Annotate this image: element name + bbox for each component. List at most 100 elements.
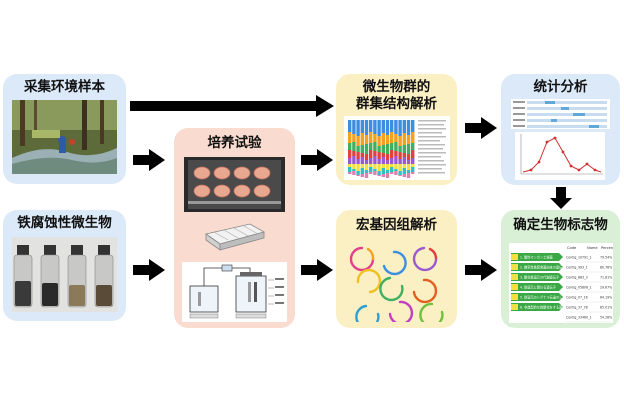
stack-segment xyxy=(348,172,352,174)
stack-segment xyxy=(385,135,390,144)
stack-segment xyxy=(360,120,364,133)
arrow-culture-to-community xyxy=(301,149,333,171)
stack-segment xyxy=(411,172,415,174)
iron-microbe-box: 铁腐蚀性微生物 xyxy=(3,210,126,321)
marker-percentage: 85.01% xyxy=(600,305,612,309)
stack-segment xyxy=(356,136,360,146)
stack-segment xyxy=(398,146,402,152)
stack-segment xyxy=(373,142,377,151)
marker-percentage: 29.67% xyxy=(600,285,612,289)
stack-segment xyxy=(402,120,406,133)
community-structure-title-line1: 微生物群的 xyxy=(362,79,431,95)
stack-segment xyxy=(364,154,369,160)
stack-segment xyxy=(411,164,415,167)
stack-segment xyxy=(390,172,394,174)
arrow-sample-to-community xyxy=(130,95,334,117)
stack-segment xyxy=(398,159,402,164)
heatmap-table-figure xyxy=(511,99,610,129)
stack-segment xyxy=(373,164,377,169)
marker-label-arrow xyxy=(511,263,563,271)
stack-segment xyxy=(394,151,398,156)
culture-bottles-photo xyxy=(12,237,117,312)
marker-tag xyxy=(511,254,518,260)
marker-table-header: Name xyxy=(587,246,598,250)
stack-segment xyxy=(402,145,406,153)
stack-segment xyxy=(377,146,381,152)
culture-test-title: 培养试验 xyxy=(207,135,262,151)
stack-segment xyxy=(406,154,411,160)
stack-segment xyxy=(402,164,406,168)
arrow-culture-to-metagenome xyxy=(301,259,333,281)
stack-segment xyxy=(369,158,373,164)
stack-segment xyxy=(390,164,394,167)
marker-label: 6. 非典型的な鉄酸化をする菌種 xyxy=(520,304,566,309)
stack-segment xyxy=(348,164,352,167)
stack-segment xyxy=(381,133,385,145)
stack-segment xyxy=(394,169,398,171)
stack-segment xyxy=(398,152,402,159)
stack-segment xyxy=(411,150,415,158)
marker-tag xyxy=(511,274,518,280)
stack-segment xyxy=(394,120,398,134)
stack-segment xyxy=(356,164,360,171)
stack-segment xyxy=(356,146,360,152)
stack-segment xyxy=(360,133,364,145)
marker-code: Contig_05806_1 xyxy=(566,285,592,289)
stack-segment xyxy=(348,167,352,172)
stack-segment xyxy=(411,143,415,150)
stack-segment xyxy=(411,167,415,172)
stack-segment xyxy=(385,144,390,154)
genome-rings-figure xyxy=(349,246,444,322)
stack-segment xyxy=(377,159,381,164)
marker-label: 5. 鉄還元のシグナル伝達のしくみ xyxy=(520,294,570,299)
sample-collection-box: 采集环境样本 xyxy=(3,74,126,184)
sample-collection-title: 采集环境样本 xyxy=(24,79,105,95)
stack-segment xyxy=(381,153,385,157)
stack-segment xyxy=(352,142,356,151)
stack-segment xyxy=(406,144,411,154)
arrow-community-to-statistics xyxy=(465,117,497,139)
marker-label: 4. 鉄還元に関わる遺伝子 xyxy=(520,284,557,289)
stack-segment xyxy=(352,134,356,142)
stack-segment xyxy=(352,169,356,171)
stack-segment xyxy=(394,171,398,175)
stack-segment xyxy=(364,164,369,170)
stack-segment xyxy=(390,150,394,158)
stack-segment xyxy=(385,160,390,164)
stack-segment xyxy=(348,150,352,158)
stack-segment xyxy=(390,132,394,143)
stack-segment xyxy=(406,164,411,170)
stack-segment xyxy=(377,164,381,171)
stack-segment xyxy=(406,173,411,178)
marker-tag xyxy=(511,304,518,310)
marker-table-header: Percentage xyxy=(601,246,613,250)
marker-label: 3. 酸化鉄還元の代謝遺伝子 xyxy=(520,274,560,279)
stack-segment xyxy=(402,133,406,145)
stack-segment xyxy=(398,164,402,171)
stack-segment xyxy=(373,134,377,142)
stack-segment xyxy=(373,156,377,164)
marker-tag xyxy=(511,264,518,270)
stack-segment xyxy=(373,171,377,175)
stack-segment xyxy=(385,120,390,135)
marker-table-header: Code xyxy=(567,246,577,250)
stack-segment xyxy=(385,170,390,173)
stack-segment xyxy=(360,153,364,157)
marker-tag xyxy=(511,294,518,300)
stack-segment xyxy=(377,152,381,159)
stack-segment xyxy=(381,168,385,174)
stack-segment xyxy=(360,164,364,168)
marker-code: Contig_883_3 xyxy=(566,275,588,279)
stack-segment xyxy=(385,154,390,160)
stack-segment xyxy=(390,143,394,150)
stack-segment xyxy=(398,136,402,146)
stack-segment xyxy=(352,120,356,134)
stack-segment xyxy=(348,158,352,164)
stack-segment xyxy=(364,135,369,144)
stack-segment xyxy=(406,135,411,144)
stack-segment xyxy=(356,171,360,175)
stack-segment xyxy=(377,175,381,176)
marker-label-arrow xyxy=(511,253,563,261)
stack-segment xyxy=(352,171,356,175)
stack-segment xyxy=(402,174,406,177)
